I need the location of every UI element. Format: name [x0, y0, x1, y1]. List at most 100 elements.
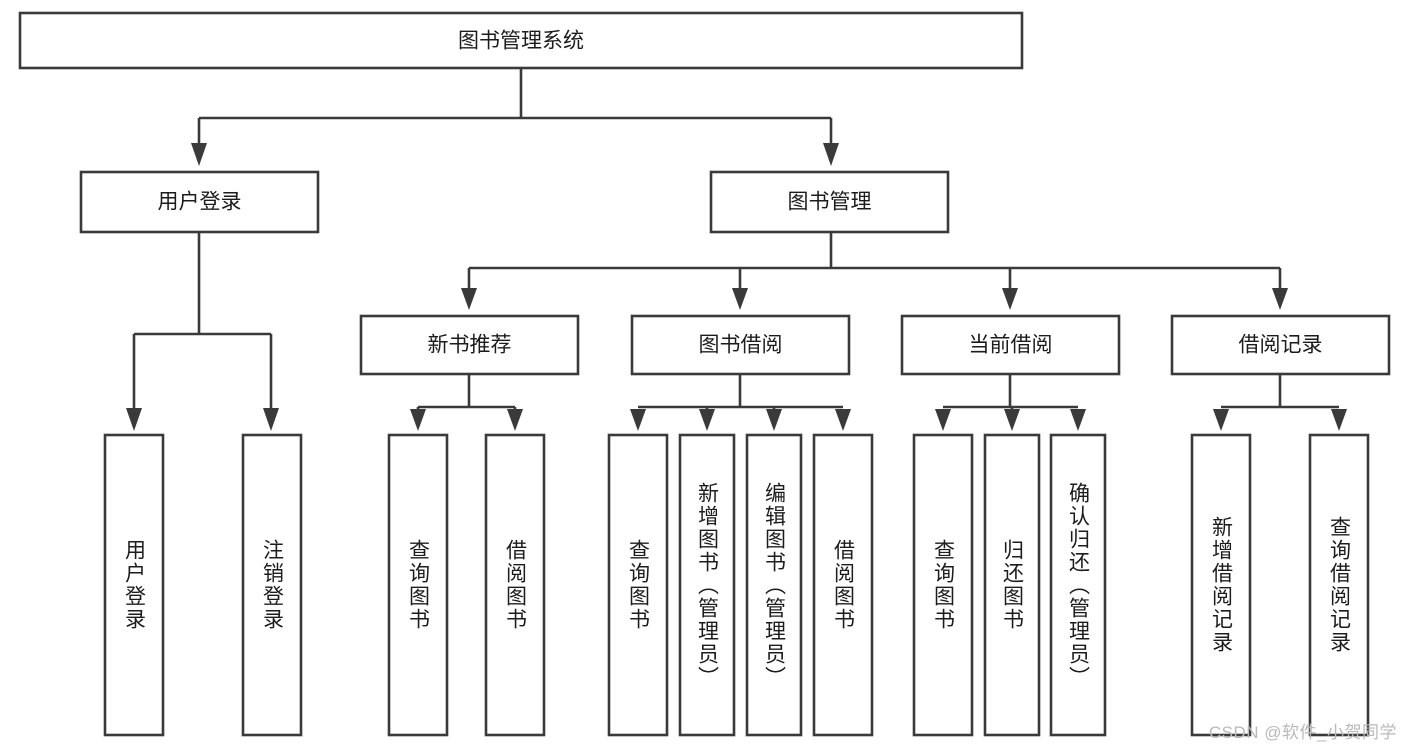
node-new-book-recommend-label: 新书推荐	[428, 334, 512, 357]
node-new-book-recommend[interactable]: 新书推荐	[359, 314, 580, 376]
leaf-node-edit-book-label: 编辑图书（管理员）	[762, 481, 786, 689]
node-root-box	[18, 11, 1024, 70]
edge-group-book-mgmt-to-level3	[461, 232, 1288, 310]
leaf-node-edit-book[interactable]: 编辑图书（管理员）	[745, 433, 803, 737]
arrow-head-book-borrow	[732, 288, 748, 310]
leaf-node-query-record[interactable]: 查询借阅记录	[1308, 433, 1370, 737]
node-borrow-record-box	[1170, 314, 1391, 376]
leaf-node-query-book-3-label: 查询图书	[931, 539, 955, 631]
leaf-node-edit-book-box	[745, 433, 803, 737]
node-current-borrow[interactable]: 当前借阅	[900, 314, 1121, 376]
leaf-node-query-book-1-text-area: 查询图书	[406, 539, 430, 631]
arrow-head-leaf-add-book	[699, 409, 715, 431]
leaf-node-borrow-book-1-box	[484, 433, 546, 737]
leaf-node-query-book-3-text-area: 查询图书	[931, 539, 955, 631]
leaf-node-logout-label: 注销登录	[260, 539, 284, 631]
leaf-node-query-book-3[interactable]: 查询图书	[912, 433, 974, 737]
leaf-node-confirm-return-label: 确认归还（管理员）	[1066, 481, 1090, 689]
leaf-node-borrow-book-2[interactable]: 借阅图书	[812, 433, 874, 737]
node-current-borrow-label: 当前借阅	[969, 334, 1053, 357]
leaf-node-query-book-2[interactable]: 查询图书	[607, 433, 669, 737]
node-current-borrow-box	[900, 314, 1121, 376]
leaf-node-add-book[interactable]: 新增图书（管理员）	[678, 433, 736, 737]
leaf-node-query-book-3-box	[912, 433, 974, 737]
node-book-borrow-label: 图书借阅	[699, 334, 783, 357]
arrow-head-leaf-query-book-2	[630, 409, 646, 431]
node-root[interactable]: 图书管理系统	[18, 11, 1024, 70]
leaf-node-borrow-book-1[interactable]: 借阅图书	[484, 433, 546, 737]
node-root-label: 图书管理系统	[458, 30, 584, 53]
edge-group-user-login-to-leaves	[126, 232, 279, 431]
arrow-head-leaf-borrow-book-2	[835, 409, 851, 431]
leaf-node-return-book-text-area: 归还图书	[1000, 539, 1024, 631]
arrow-head-leaf-add-record	[1213, 409, 1229, 431]
node-borrow-record-label: 借阅记录	[1239, 334, 1323, 357]
leaf-node-query-book-1[interactable]: 查询图书	[387, 433, 449, 737]
leaf-node-query-record-label: 查询借阅记录	[1327, 516, 1351, 654]
node-new-book-recommend-box	[359, 314, 580, 376]
leaf-node-logout[interactable]: 注销登录	[241, 433, 303, 737]
leaf-node-borrow-book-2-text-area: 借阅图书	[831, 539, 855, 631]
leaf-node-borrow-book-1-label: 借阅图书	[503, 539, 527, 631]
leaf-node-add-record-label: 新增借阅记录	[1209, 516, 1233, 654]
node-user-login[interactable]: 用户登录	[79, 170, 320, 234]
node-book-management-box	[709, 170, 950, 234]
leaf-node-user-login-text-area: 用户登录	[122, 539, 146, 631]
leaf-node-return-book[interactable]: 归还图书	[983, 433, 1041, 737]
node-user-login-label: 用户登录	[158, 191, 242, 214]
leaf-node-edit-book-text-area: 编辑图书（管理员）	[762, 481, 786, 689]
leaf-node-add-book-box	[678, 433, 736, 737]
leaf-node-add-book-text-area: 新增图书（管理员）	[695, 481, 719, 689]
edge-group-borrow-record-to-leaves	[1213, 374, 1347, 431]
leaf-node-add-record[interactable]: 新增借阅记录	[1190, 433, 1252, 737]
leaf-node-user-login-box	[103, 433, 165, 737]
node-book-management[interactable]: 图书管理	[709, 170, 950, 234]
arrow-head-leaf-user-login	[126, 408, 142, 431]
arrow-head-new-book	[461, 288, 477, 310]
leaf-node-logout-box	[241, 433, 303, 737]
arrow-head-leaf-query-book-1	[410, 409, 426, 431]
node-book-borrow[interactable]: 图书借阅	[630, 314, 851, 376]
leaf-node-borrow-book-2-label: 借阅图书	[831, 539, 855, 631]
leaf-node-query-book-1-label: 查询图书	[406, 539, 430, 631]
arrow-head-current-borrow	[1002, 288, 1018, 310]
arrow-head-leaf-confirm-return	[1070, 409, 1086, 431]
leaf-node-confirm-return-text-area: 确认归还（管理员）	[1066, 481, 1090, 689]
leaf-node-return-book-box	[983, 433, 1041, 737]
leaf-node-borrow-book-1-text-area: 借阅图书	[503, 539, 527, 631]
leaf-node-add-record-box	[1190, 433, 1252, 737]
arrow-head-leaf-logout	[263, 408, 279, 431]
leaf-node-query-book-2-label: 查询图书	[626, 539, 650, 631]
node-borrow-record[interactable]: 借阅记录	[1170, 314, 1391, 376]
edge-group-current-borrow-to-leaves	[935, 374, 1086, 431]
leaf-node-query-record-text-area: 查询借阅记录	[1327, 516, 1351, 654]
leaf-node-query-book-2-text-area: 查询图书	[626, 539, 650, 631]
edge-group-book-borrow-to-leaves	[630, 374, 851, 431]
leaf-node-user-login-label: 用户登录	[122, 539, 146, 631]
leaf-node-add-book-label: 新增图书（管理员）	[695, 481, 719, 689]
arrow-head-leaf-borrow-book-1	[507, 409, 523, 431]
arrow-head-leaf-edit-book	[766, 409, 782, 431]
leaf-node-return-book-label: 归还图书	[1000, 539, 1024, 631]
arrow-head-leaf-query-book-3	[935, 409, 951, 431]
arrow-head-leaf-return-book	[1004, 409, 1020, 431]
arrow-head-book-mgmt	[823, 143, 839, 166]
node-book-borrow-box	[630, 314, 851, 376]
node-user-login-box	[79, 170, 320, 234]
leaf-node-user-login[interactable]: 用户登录	[103, 433, 165, 737]
node-book-management-label: 图书管理	[788, 191, 872, 214]
arrow-head-leaf-query-record	[1331, 409, 1347, 431]
leaf-node-logout-text-area: 注销登录	[260, 539, 284, 631]
arrow-head-borrow-record	[1272, 288, 1288, 310]
leaf-node-add-record-text-area: 新增借阅记录	[1209, 516, 1233, 654]
leaf-node-confirm-return-box	[1049, 433, 1107, 737]
leaf-node-query-record-box	[1308, 433, 1370, 737]
edge-group-new-book-to-leaves	[410, 374, 523, 431]
edge-group-root-to-level2	[191, 68, 839, 166]
leaf-node-query-book-2-box	[607, 433, 669, 737]
leaf-node-query-book-1-box	[387, 433, 449, 737]
arrow-head-user-login	[191, 143, 207, 166]
leaf-node-confirm-return[interactable]: 确认归还（管理员）	[1049, 433, 1107, 737]
